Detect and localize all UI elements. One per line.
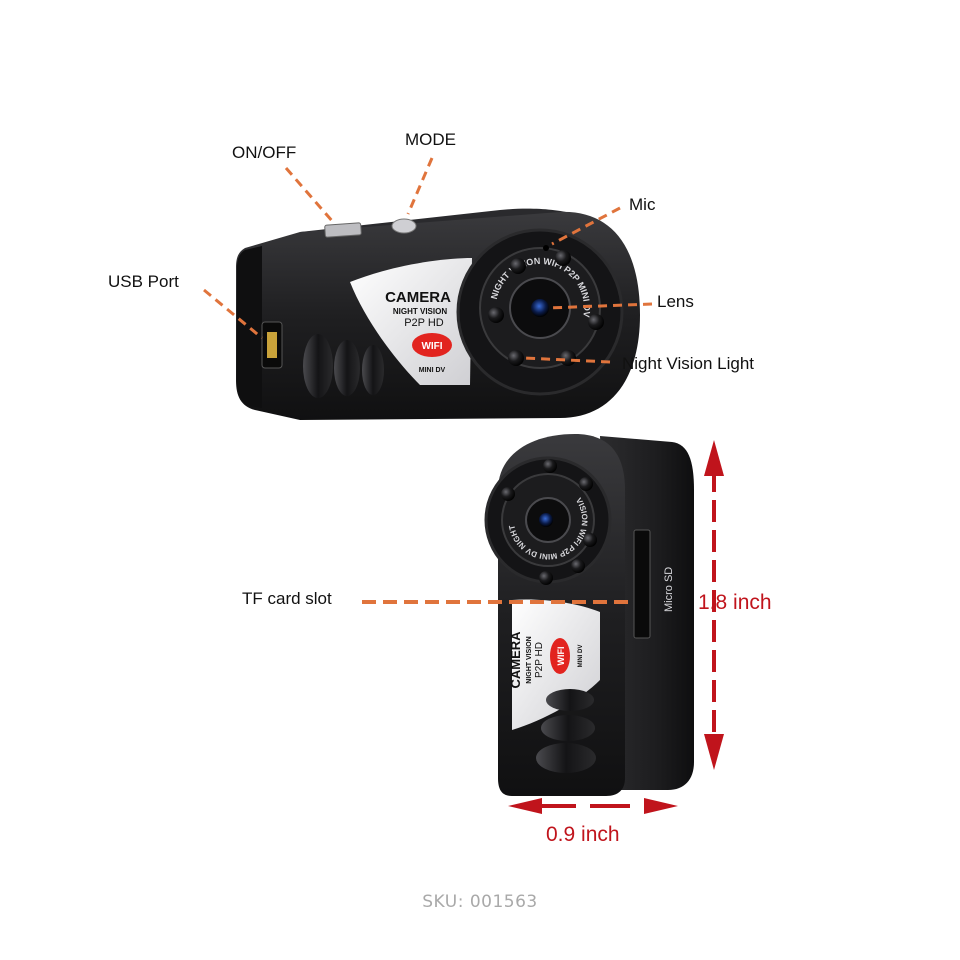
marking-mini-dv-portrait: MINI DV [578, 645, 584, 668]
tf-card-slot-icon [633, 529, 651, 639]
height-arrow-top-icon [704, 440, 724, 476]
mic-icon [543, 245, 549, 251]
dimension-height: 1.8 inch [698, 591, 772, 614]
width-arrow-right-icon [644, 798, 678, 814]
leader-mic [551, 206, 621, 246]
dimension-arrows [508, 440, 724, 814]
marking-micro-sd: Micro SD [663, 567, 675, 612]
camera-end-face [237, 246, 262, 408]
camera-portrait: Micro SD VISION WIFI P2P MINI DV NIGHT C… [484, 434, 694, 796]
marking-wifi-portrait: WIFI [556, 647, 566, 666]
grip-icon [303, 334, 333, 398]
label-on-off: ON/OFF [232, 143, 297, 162]
grip-icon [541, 715, 595, 741]
wifi-badge-portrait [550, 638, 570, 674]
sku-label: SKU: 001563 [422, 892, 538, 912]
lens-icon [531, 299, 549, 317]
leader-mode [406, 157, 434, 215]
night-vision-led-icon [501, 487, 515, 501]
grip-icon [546, 689, 594, 711]
power-switch-icon [324, 222, 362, 238]
night-vision-led-icon [579, 477, 593, 491]
marking-mini-dv: MINI DV [419, 367, 446, 374]
label-mode: MODE [405, 130, 456, 149]
night-vision-led-icon [510, 258, 526, 274]
leader-usb-port [203, 288, 263, 340]
label-usb-port: USB Port [108, 272, 179, 291]
width-arrow-left-icon [508, 798, 542, 814]
night-vision-led-icon [571, 559, 585, 573]
lens-icon [539, 513, 553, 527]
night-vision-led-icon [543, 459, 557, 473]
wifi-badge [412, 333, 452, 357]
dimension-width: 0.9 inch [546, 823, 620, 846]
marking-night-vision-portrait: NIGHT VISION [526, 636, 533, 683]
label-tf-card-slot: TF card slot [242, 589, 332, 608]
leader-lens [547, 302, 653, 310]
marking-camera-portrait: CAMERA [508, 631, 523, 689]
marking-camera: CAMERA [385, 289, 451, 306]
leader-on-off [284, 167, 335, 223]
marking-p2p-hd-portrait: P2P HD [534, 642, 545, 678]
marking-night-vision: NIGHT VISION [393, 307, 447, 316]
label-lens: Lens [657, 292, 694, 311]
night-vision-led-icon [539, 571, 553, 585]
label-night-vision-light: Night Vision Light [622, 354, 754, 373]
usb-contacts-icon [267, 332, 277, 358]
marking-p2p-hd: P2P HD [404, 317, 444, 329]
grip-icon [536, 743, 596, 773]
grip-icon [362, 345, 384, 395]
night-vision-led-icon [555, 250, 571, 266]
night-vision-led-icon [488, 307, 504, 323]
mode-button-icon [391, 218, 417, 234]
camera-landscape: CAMERA NIGHT VISION P2P HD WIFI MINI DV … [236, 208, 640, 420]
grip-icon [334, 340, 360, 396]
marking-wifi: WIFI [421, 341, 442, 352]
night-vision-led-icon [583, 533, 597, 547]
night-vision-led-icon [588, 314, 604, 330]
leader-lines-top [203, 157, 653, 364]
label-mic: Mic [629, 195, 656, 214]
night-vision-led-icon [560, 350, 576, 366]
height-arrow-bottom-icon [704, 734, 724, 770]
night-vision-led-icon [508, 350, 524, 366]
